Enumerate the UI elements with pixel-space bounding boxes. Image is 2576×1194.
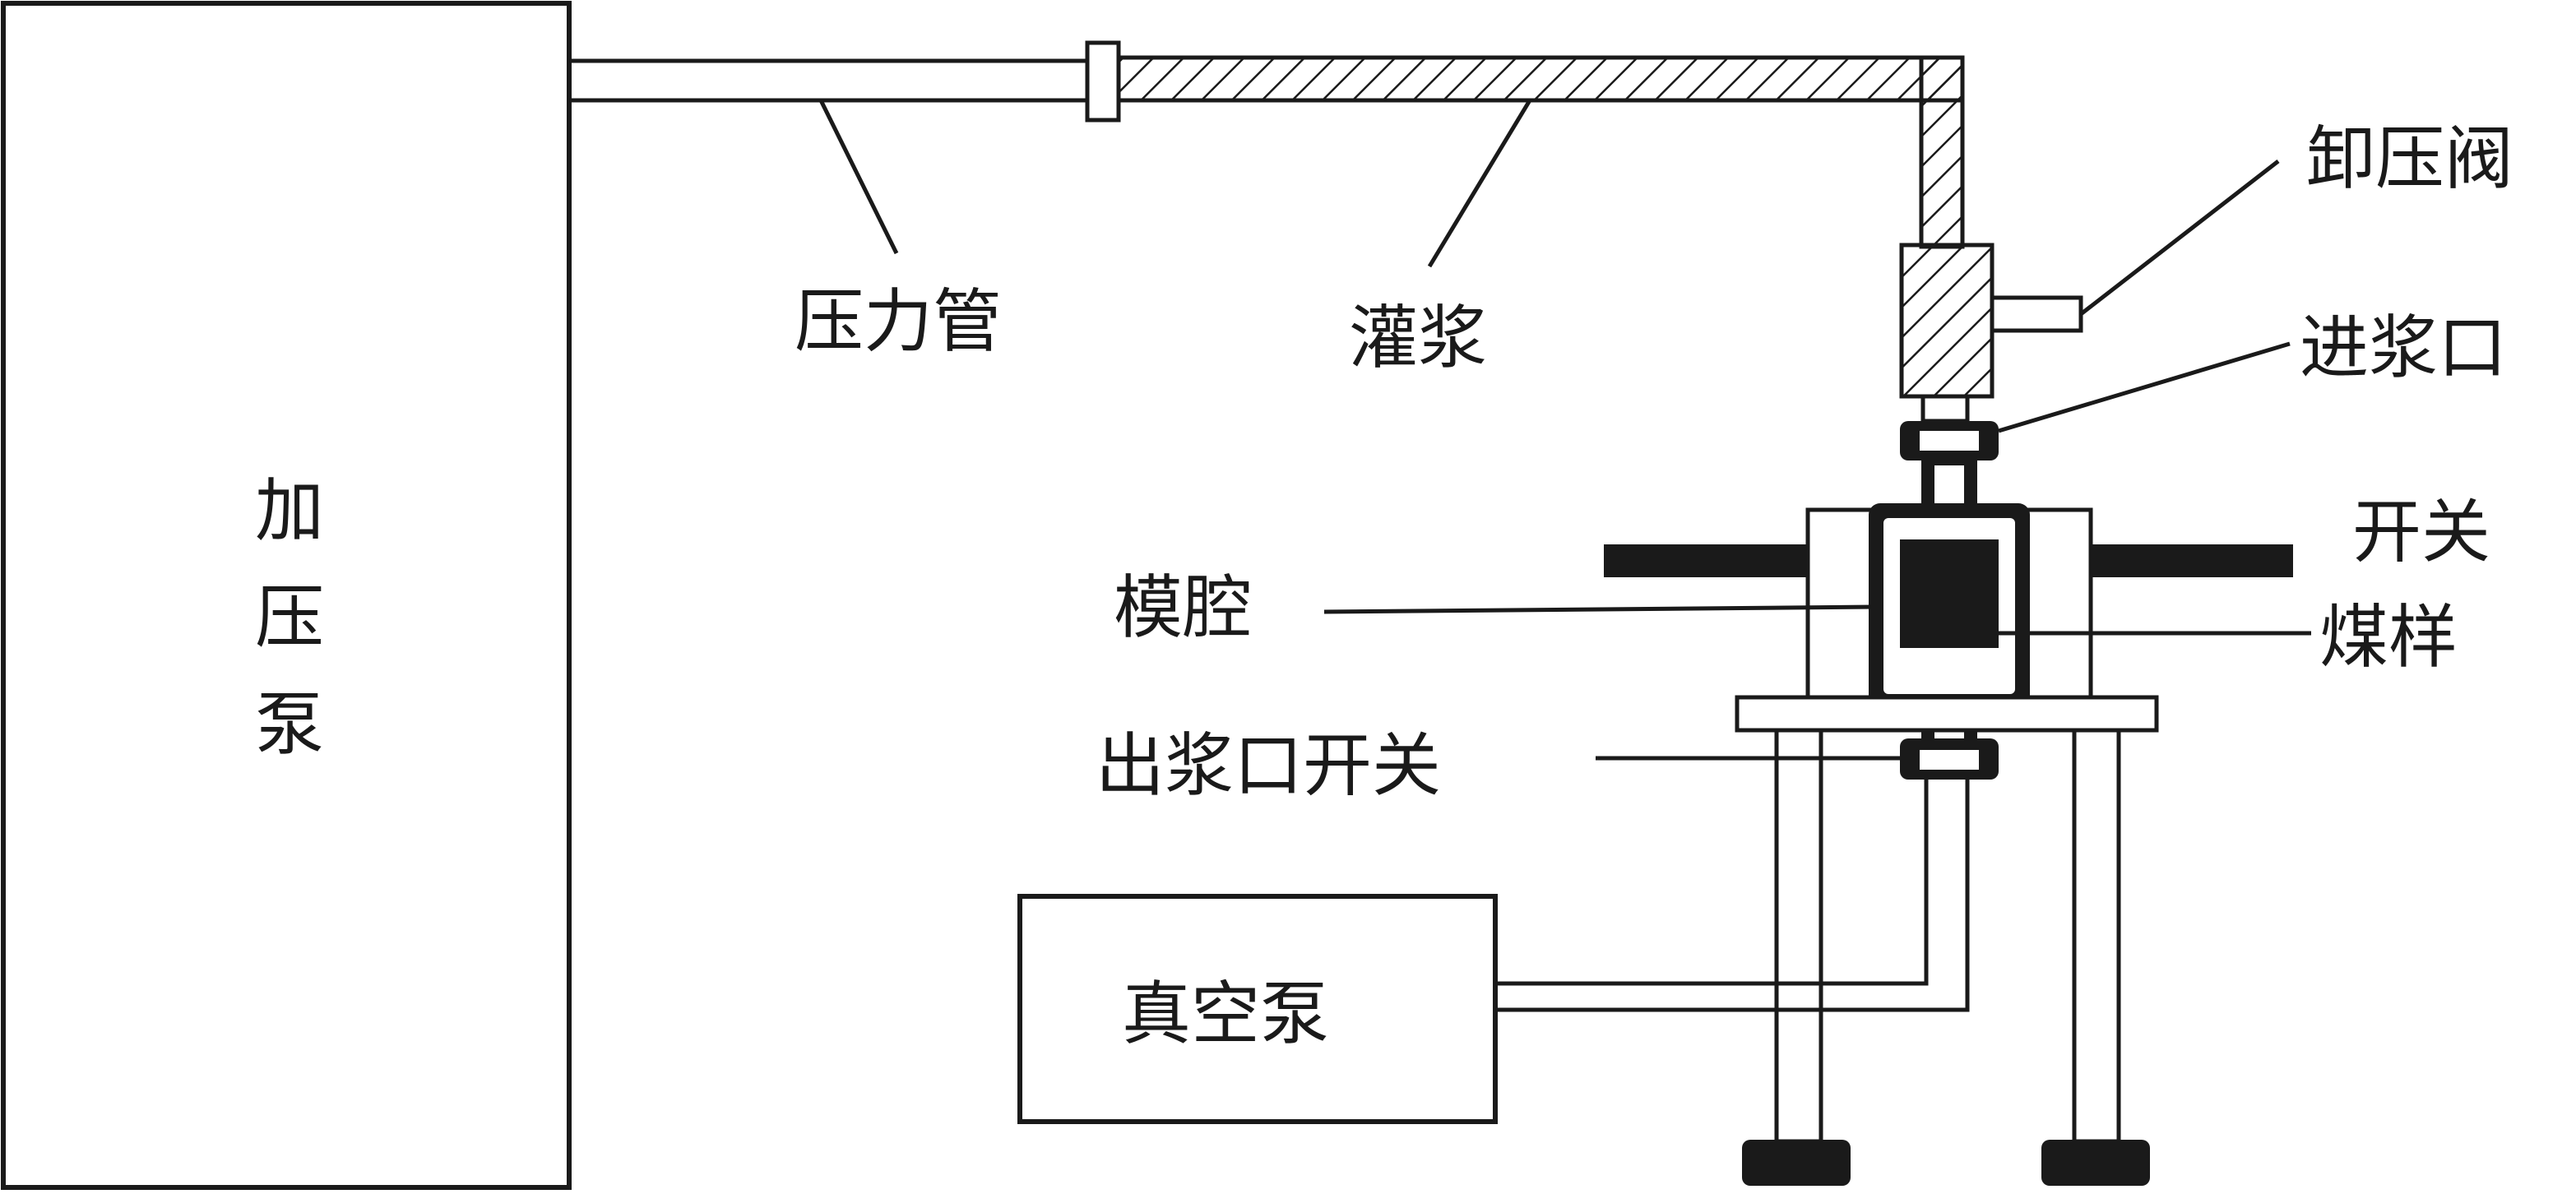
switch-bar-right [2089, 544, 2293, 577]
foot-left [1742, 1140, 1851, 1186]
pressure-pump-box [1, 1, 572, 1190]
pressure-pump-char-3: 泵 [255, 684, 324, 765]
inlet-label: 进浆口 [2300, 308, 2507, 388]
pressure-pipe [567, 58, 1091, 103]
coal-sample [1900, 539, 1999, 648]
base-plate [1735, 695, 2159, 733]
leg-right [2072, 728, 2121, 1144]
switch-label: 开关 [2352, 492, 2490, 572]
grouting-label: 灌浆 [1349, 298, 1487, 378]
relief-valve-body [1899, 243, 1995, 399]
leader-grouting [1427, 99, 1532, 268]
switch-bar-left [1604, 544, 1809, 577]
foot-right [2041, 1140, 2150, 1186]
outlet-switch-label: 出浆口开关 [1096, 725, 1441, 806]
pipe-coupling [1085, 40, 1121, 123]
relief-valve-stub [1990, 295, 2083, 333]
pressure-pump-char-1: 加 [255, 470, 324, 551]
coal-sample-label: 煤样 [2319, 597, 2458, 678]
grouting-pipe-horizontal [1116, 55, 1965, 103]
vacuum-pipe [1495, 780, 1970, 1012]
valve-neck [1920, 394, 1970, 423]
leg-left [1774, 728, 1823, 1144]
leader-relief-valve [2079, 160, 2280, 316]
mold-cavity-label: 模腔 [1114, 567, 1252, 648]
relief-valve-label: 卸压阀 [2306, 118, 2513, 199]
pressure-pump-char-2: 压 [255, 577, 324, 658]
pressure-pump-label: 加 压 泵 [255, 470, 324, 765]
outlet-switch-inner [1920, 750, 1979, 770]
leader-mold-cavity [1323, 604, 1876, 614]
inlet-switch-inner [1920, 431, 1979, 451]
leader-pressure-pipe [818, 99, 899, 255]
vacuum-pump-label: 真空泵 [1122, 974, 1329, 1054]
pressure-pipe-label: 压力管 [795, 281, 1002, 362]
leader-inlet [1998, 341, 2291, 433]
grouting-pipe-vertical [1919, 55, 1965, 249]
